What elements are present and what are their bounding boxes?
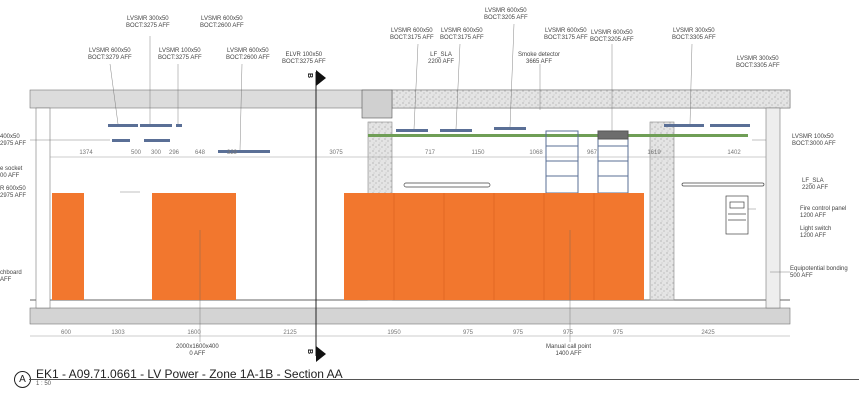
rack-2 bbox=[597, 130, 629, 194]
roof-slab-speckle bbox=[391, 89, 791, 109]
column-2 bbox=[649, 121, 675, 301]
drawing-scale: 1 : 50 bbox=[36, 381, 52, 387]
dim-upper: 329 bbox=[226, 150, 238, 156]
rack-1 bbox=[545, 130, 579, 194]
duct-9 bbox=[494, 127, 526, 130]
duct-3 bbox=[176, 124, 182, 127]
leader-lines bbox=[30, 23, 790, 342]
duct-1 bbox=[108, 124, 138, 127]
section-arrow-top bbox=[316, 70, 326, 86]
dim-upper: 1374 bbox=[79, 150, 93, 156]
dim-lower: 975 bbox=[612, 330, 624, 336]
switchboard-main bbox=[152, 193, 236, 300]
light-fitting-2 bbox=[681, 182, 765, 187]
dim-lower: 975 bbox=[562, 330, 574, 336]
section-marker-top: B bbox=[306, 72, 314, 79]
dim-upper: 648 bbox=[194, 150, 206, 156]
light-fitting-1 bbox=[403, 182, 491, 188]
dim-upper: 500 bbox=[130, 150, 142, 156]
dim-upper: 300 bbox=[150, 150, 162, 156]
drawing-title: EK1 - A09.71.0661 - LV Power - Zone 1A-1… bbox=[36, 367, 343, 381]
dim-upper: 3075 bbox=[329, 150, 343, 156]
floor-slab bbox=[29, 307, 791, 325]
dim-lower: 975 bbox=[462, 330, 474, 336]
dim-upper: 1068 bbox=[529, 150, 543, 156]
switchboard-left bbox=[52, 193, 84, 300]
dim-lower: 1600 bbox=[187, 330, 201, 336]
dim-lower: 1303 bbox=[111, 330, 125, 336]
duct-10 bbox=[664, 124, 704, 127]
cable-tray bbox=[368, 134, 748, 137]
duct-8 bbox=[440, 129, 472, 132]
fire-control-panel bbox=[725, 195, 749, 235]
duct-4 bbox=[112, 139, 130, 142]
dim-upper: 296 bbox=[168, 150, 180, 156]
left-wall bbox=[35, 107, 51, 309]
dim-upper: 967 bbox=[586, 150, 598, 156]
duct-2 bbox=[140, 124, 172, 127]
dim-lower: 1950 bbox=[387, 330, 401, 336]
dim-lower: 2425 bbox=[701, 330, 715, 336]
dim-lower: 2125 bbox=[283, 330, 297, 336]
view-reference-circle: A bbox=[14, 371, 859, 388]
duct-6 bbox=[218, 150, 270, 153]
dim-upper: 1619 bbox=[647, 150, 661, 156]
dim-upper: 1402 bbox=[727, 150, 741, 156]
dim-upper: 717 bbox=[424, 150, 436, 156]
dim-lower: 975 bbox=[512, 330, 524, 336]
section-marker-bottom: B bbox=[306, 348, 314, 355]
duct-11 bbox=[710, 124, 750, 127]
duct-7 bbox=[396, 129, 428, 132]
dim-upper: 1150 bbox=[471, 150, 485, 156]
right-wall bbox=[765, 107, 781, 309]
roof-block bbox=[361, 89, 393, 119]
duct-5 bbox=[144, 139, 170, 142]
switchboard-bank bbox=[344, 193, 644, 300]
section-arrow-bottom bbox=[316, 346, 326, 362]
dim-lower: 600 bbox=[60, 330, 72, 336]
